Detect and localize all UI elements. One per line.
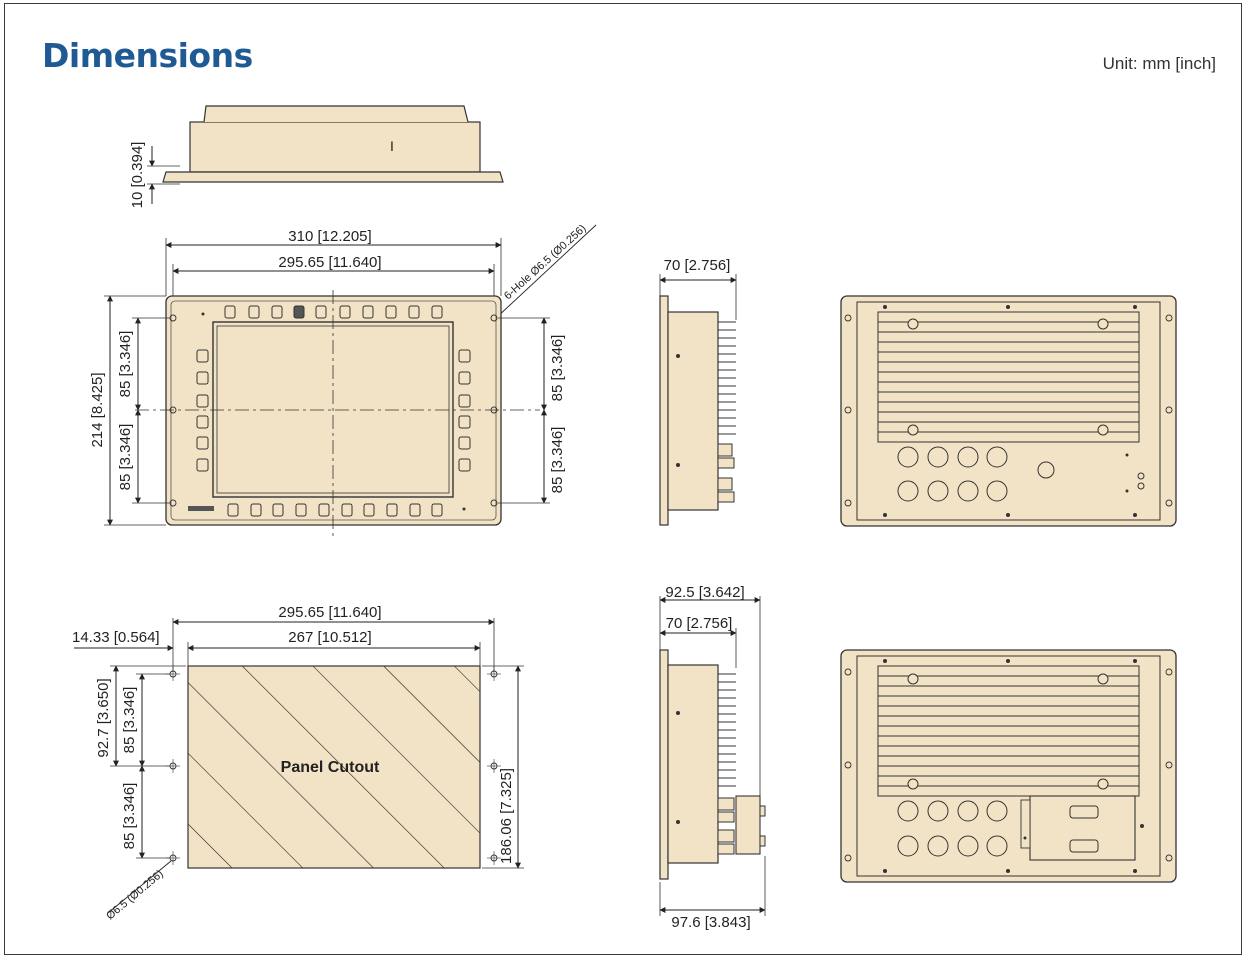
cutout-bottom-spacing-label: 85 [3.346] [121, 783, 138, 850]
rear-view-2 [840, 649, 1177, 883]
side2-bottom-depth-label: 97.6 [3.843] [671, 914, 750, 931]
drawing-frame [4, 3, 1242, 955]
front-height-label: 214 [8.425] [89, 372, 106, 447]
page-title: Dimensions [42, 36, 253, 75]
side2-inner-depth-label: 70 [2.756] [666, 615, 733, 632]
front-right-top-spacing: 85 [3.346] [549, 335, 566, 402]
side-view-1: 70 [2.756] [659, 257, 737, 526]
cutout-height-label: 186.06 [7.325] [498, 768, 515, 864]
cutout-half-height-label: 92.7 [3.650] [95, 678, 112, 757]
front-left-top-spacing: 85 [3.346] [117, 331, 134, 398]
front-hole-width-label: 295.65 [11.640] [278, 254, 381, 271]
front-right-bottom-spacing: 85 [3.346] [549, 427, 566, 494]
cutout-title: Panel Cutout [281, 759, 380, 776]
cutout-hole-note: Ø6.5 (Ø0.256) [104, 868, 166, 922]
cutout-hole-width-label: 295.65 [11.640] [278, 604, 381, 621]
front-view: 310 [12.205] 295.65 [11.640] 6-Hole Ø6.5… [89, 223, 597, 540]
side2-outer-depth-label: 92.5 [3.642] [665, 584, 744, 601]
unit-label: Unit: mm [inch] [1102, 54, 1216, 73]
front-hole-note: 6-Hole Ø6.5 (Ø0.256) [502, 223, 589, 303]
side-view-2: 92.5 [3.642] 70 [2.756] 97.6 [3.843] [659, 584, 766, 931]
cutout-top-spacing-label: 85 [3.346] [121, 687, 138, 754]
top-view: 10 [0.394] I [129, 105, 504, 209]
front-left-bottom-spacing: 85 [3.346] [117, 424, 134, 491]
front-width-label: 310 [12.205] [288, 228, 371, 245]
side1-depth-label: 70 [2.756] [664, 257, 731, 274]
cutout-width-label: 267 [10.512] [288, 629, 371, 646]
panel-cutout-view: 295.65 [11.640] 267 [10.512] 14.33 [0.56… [72, 604, 524, 922]
top-depth-label: 10 [0.394] [129, 142, 146, 209]
rear-view-1 [840, 295, 1177, 527]
cutout-offset-label: 14.33 [0.564] [72, 629, 160, 646]
top-marker: I [390, 138, 394, 154]
